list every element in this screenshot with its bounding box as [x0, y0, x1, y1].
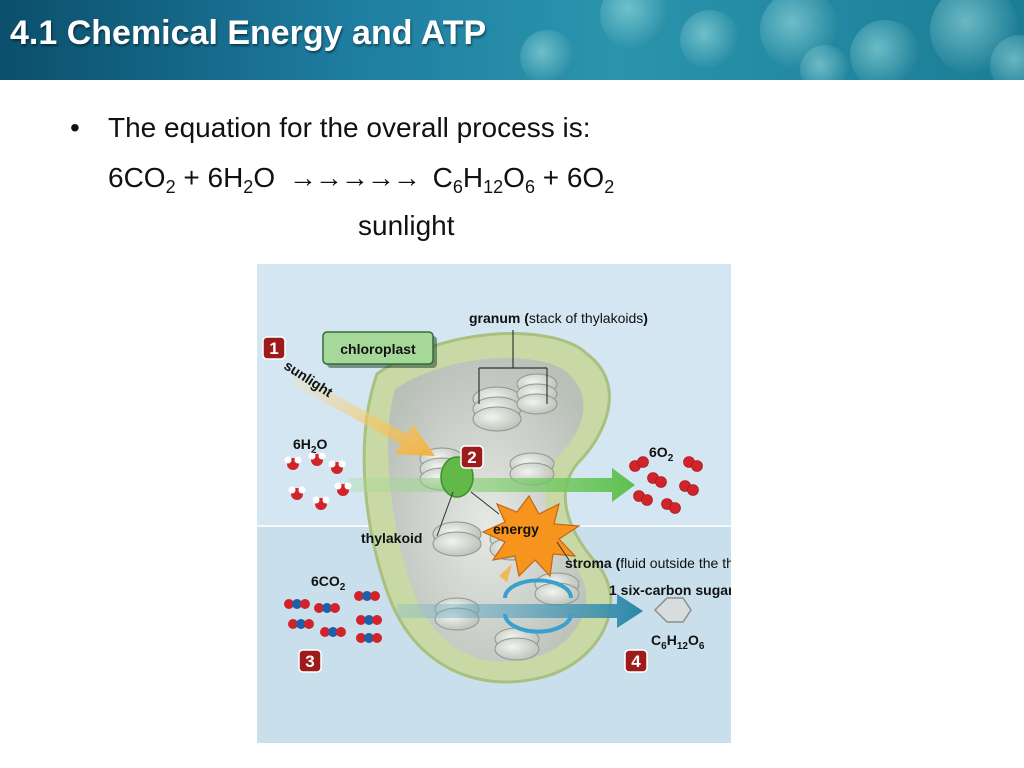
- eq-glucose-o-sub: 6: [524, 177, 535, 197]
- co2-label: 6CO2: [311, 573, 346, 593]
- svg-text:3: 3: [305, 652, 314, 671]
- energy-pointer-1: [470, 491, 500, 515]
- stroma-label: stroma (fluid outside the thylakoids): [565, 555, 731, 571]
- eq-co2-sub: 2: [165, 177, 176, 197]
- eq-oxygen-sub: 2: [604, 177, 615, 197]
- sunlight-arrow: [291, 374, 435, 456]
- eq-glucose-o: O: [503, 162, 525, 193]
- slide-title: 4.1 Chemical Energy and ATP: [10, 14, 487, 52]
- chloroplast-label-box: [322, 331, 434, 365]
- photosynthesis-diagram: chloroplast granum (stack of thylakoids)…: [257, 264, 731, 743]
- thylakoid-pointer: [436, 491, 454, 537]
- svg-text:2: 2: [467, 448, 476, 467]
- calvin-cycle-arrow: [397, 594, 643, 628]
- granum-label: granum (stack of thylakoids): [469, 310, 648, 326]
- photosynthesis-equation: 6CO2 + 6H2O →→→→→ C6H12O6 + 6O2: [108, 162, 615, 197]
- title-banner: 4.1 Chemical Energy and ATP: [0, 0, 1024, 80]
- reaction-arrows: →→→→→: [288, 162, 421, 193]
- eq-glucose-h-sub: 12: [483, 177, 504, 197]
- stroma-pointer: [556, 541, 570, 561]
- co2-molecules: [284, 591, 382, 643]
- energy-burst: [481, 494, 581, 578]
- step-badge-1: 1: [262, 336, 286, 360]
- step-badge-2: 2: [460, 445, 484, 469]
- granum-bracket: [478, 330, 548, 404]
- step-badge-4: 4: [624, 649, 648, 673]
- glucose-hexagon: [653, 597, 692, 623]
- eq-glucose-c-sub: 6: [452, 177, 463, 197]
- oxygen-molecules: [629, 456, 703, 514]
- eq-water-tail: O: [253, 162, 283, 193]
- eq-water: + 6H: [175, 162, 244, 193]
- eq-water-sub: 2: [243, 177, 254, 197]
- oxygen-label: 6O2: [649, 444, 674, 464]
- thylakoid-label: thylakoid: [361, 530, 422, 546]
- eq-glucose-c: C: [424, 162, 453, 193]
- glucose-formula: C6H12O6: [651, 632, 705, 652]
- water-label: 6H2O: [293, 436, 327, 456]
- svg-text:1: 1: [269, 339, 278, 358]
- equation-condition: sunlight: [358, 210, 455, 241]
- svg-text:4: 4: [631, 652, 641, 671]
- eq-glucose-h: H: [462, 162, 484, 193]
- chloroplast-label: chloroplast: [340, 341, 416, 357]
- water-molecules: [284, 452, 352, 510]
- eq-co2: 6CO: [108, 162, 166, 193]
- bullet-marker: •: [70, 112, 80, 143]
- energy-label: energy: [493, 521, 539, 537]
- eq-oxygen: + 6O: [534, 162, 605, 193]
- step-badge-3: 3: [298, 649, 322, 673]
- light-reaction-arrow: [347, 468, 635, 502]
- cycle-arrows: [503, 578, 573, 634]
- energy-flow-arrow: [499, 564, 512, 582]
- bullet-text: The equation for the overall process is:: [108, 112, 591, 143]
- sugar-label: 1 six-carbon sugar: [609, 582, 731, 598]
